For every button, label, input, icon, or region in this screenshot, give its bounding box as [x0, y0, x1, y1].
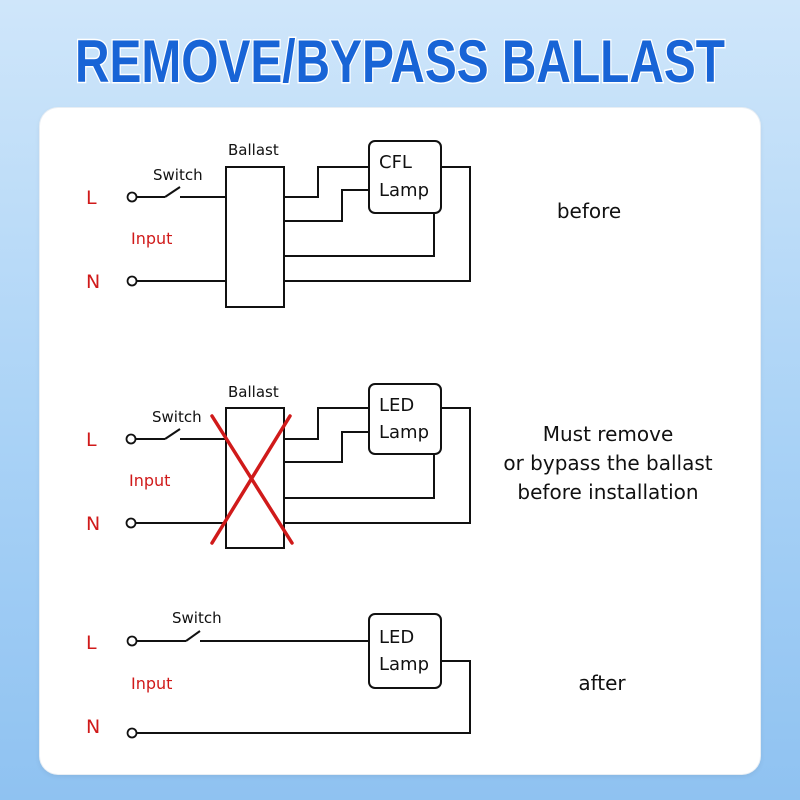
page-title-text: REMOVE/BYPASS BALLAST [75, 28, 725, 95]
after-line-terminal [126, 635, 138, 647]
before-neutral-label: N [86, 271, 100, 293]
remove-ballast-box [225, 407, 285, 549]
remove-switch [136, 428, 226, 440]
after-neutral-wire [137, 660, 471, 734]
after-lamp-label-line1: LED [379, 627, 414, 648]
remove-line-label: L [86, 429, 97, 451]
remove-neutral-label: N [86, 513, 100, 535]
before-lamp-label-line2: Lamp [379, 180, 429, 201]
remove-input-label: Input [129, 471, 170, 490]
before-ballast-label: Ballast [228, 141, 279, 159]
remove-lamp-label-line2: Lamp [379, 422, 429, 443]
remove-diagram: L Input N Switch Ballast LED Lamp Must r… [86, 383, 713, 549]
page-title: REMOVE/BYPASS BALLAST [74, 27, 727, 97]
remove-neutral-terminal [125, 517, 137, 529]
after-lamp-label-line2: Lamp [379, 654, 429, 675]
before-line-label: L [86, 187, 97, 209]
before-ballast-wires [284, 166, 471, 282]
before-switch [137, 186, 226, 198]
before-caption: before [557, 199, 621, 223]
remove-ballast-wires [284, 407, 471, 524]
before-line-terminal [126, 191, 138, 203]
remove-caption-line2: or bypass the ballast [503, 451, 712, 475]
remove-cross-mark-icon [210, 414, 294, 545]
before-ballast-box [225, 166, 285, 308]
before-diagram: L Input N Switch Ballast CFL Lamp before [86, 140, 621, 308]
remove-switch-label: Switch [152, 408, 202, 426]
after-neutral-terminal [126, 727, 138, 739]
before-lamp-label-line1: CFL [379, 152, 412, 173]
after-led-lamp-box [368, 613, 442, 689]
before-switch-label: Switch [153, 166, 203, 184]
after-switch-label: Switch [172, 609, 222, 627]
after-switch [137, 630, 369, 642]
before-cfl-lamp-box [368, 140, 442, 214]
remove-caption-line1: Must remove [543, 422, 674, 446]
after-neutral-label: N [86, 716, 100, 738]
remove-line-terminal [125, 433, 137, 445]
after-line-label: L [86, 632, 97, 654]
before-input-label: Input [131, 229, 172, 248]
remove-ballast-label: Ballast [228, 383, 279, 401]
remove-caption-line3: before installation [517, 480, 698, 504]
after-diagram: L Input N Switch LED Lamp after [86, 609, 626, 739]
before-neutral-terminal [126, 275, 138, 287]
after-input-label: Input [131, 674, 172, 693]
remove-lamp-label-line1: LED [379, 395, 414, 416]
remove-led-lamp-box [368, 383, 442, 455]
after-caption: after [578, 671, 626, 695]
